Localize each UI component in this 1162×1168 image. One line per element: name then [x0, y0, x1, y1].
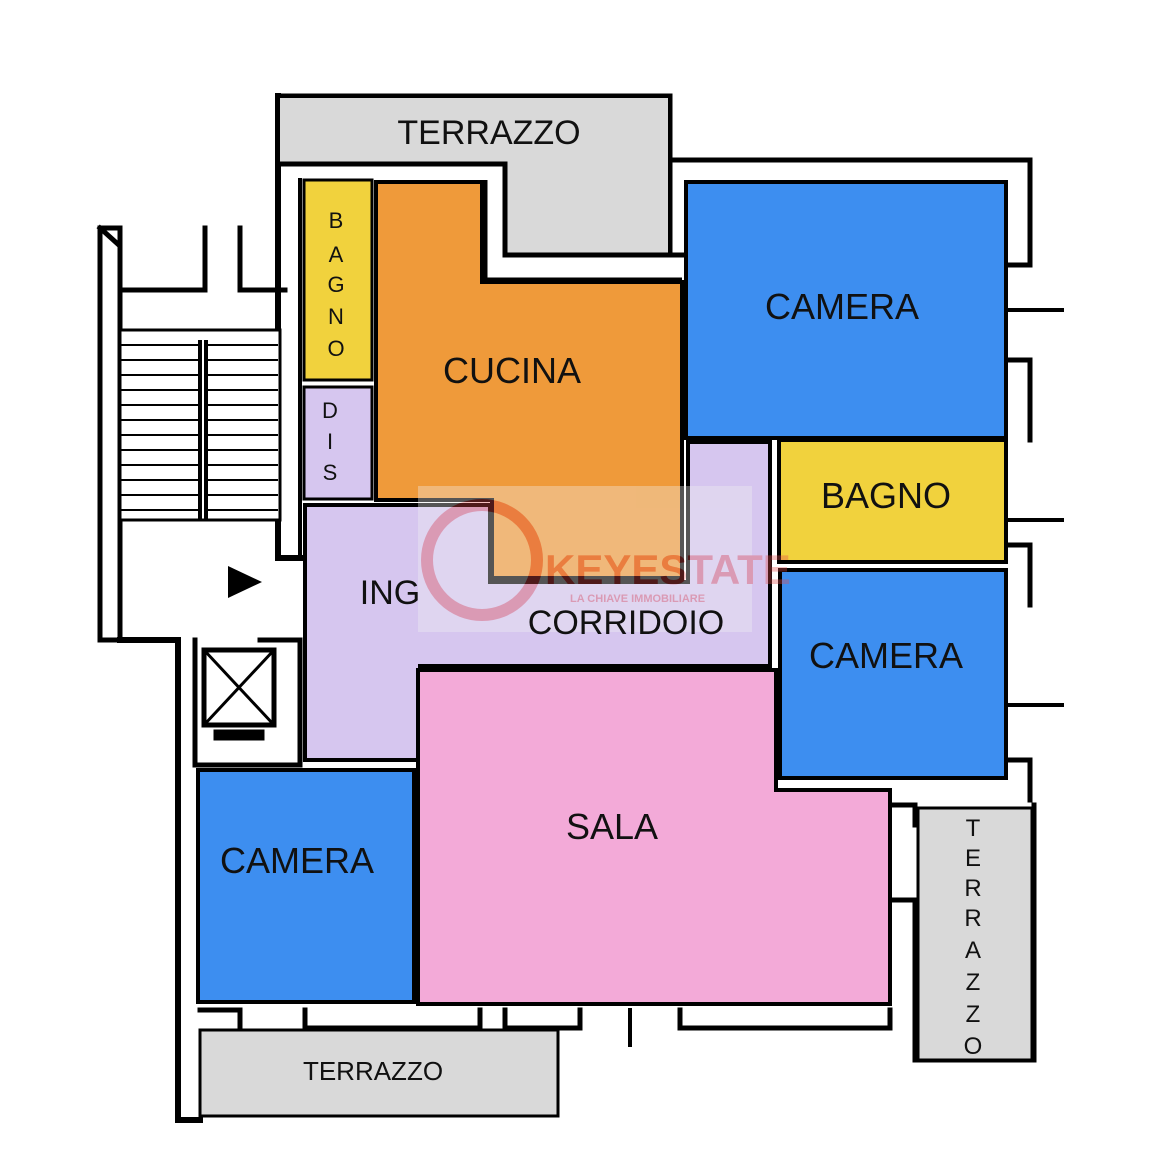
stair-treads	[120, 344, 278, 511]
room-terrazzo-top-ext	[505, 160, 668, 255]
label-camera-left: CAMERA	[220, 840, 374, 881]
room-bagno-right	[777, 438, 1008, 564]
svg-text:Z: Z	[966, 969, 981, 996]
label-camera-top-right: CAMERA	[765, 286, 919, 327]
stair-wall-top2	[237, 225, 288, 293]
svg-text:O: O	[327, 336, 344, 361]
label-terrazzo-top: TERRAZZO	[397, 114, 580, 152]
right-ticks	[1006, 308, 1064, 707]
svg-text:Z: Z	[966, 1001, 981, 1028]
top-terrace-wall	[275, 93, 685, 258]
room-dis	[302, 385, 374, 501]
svg-text:R: R	[964, 905, 981, 932]
elevator-icon	[201, 647, 277, 741]
label-terrazzo-bottom: TERRAZZO	[303, 1056, 443, 1086]
svg-text:E: E	[965, 845, 981, 872]
svg-text:N: N	[328, 304, 344, 329]
staircase	[118, 328, 282, 522]
label-terrazzo-right: T E R R A Z Z O	[964, 815, 983, 1060]
room-camera-mid-right	[778, 568, 1008, 780]
stair-outer-wall	[96, 224, 123, 643]
right-wall-3	[1005, 757, 1033, 803]
svg-text:S: S	[323, 460, 338, 485]
label-bagno-right: BAGNO	[821, 475, 951, 516]
watermark-tagline: LA CHIAVE IMMOBILIARE	[570, 593, 705, 605]
label-sala: SALA	[566, 806, 658, 847]
stair-wall-top	[97, 225, 208, 293]
walls	[96, 93, 1064, 1123]
room-camera-left	[196, 768, 416, 1004]
room-cucina	[374, 180, 684, 580]
svg-text:A: A	[965, 937, 981, 964]
room-terrazzo-top	[280, 98, 668, 164]
label-corridoio: CORRIDOIO	[528, 604, 724, 642]
svg-text:G: G	[327, 272, 344, 297]
terrazzo-top-outline	[280, 161, 668, 258]
room-terrazzo-bottom	[198, 1028, 560, 1118]
svg-text:A: A	[329, 242, 344, 267]
svg-text:D: D	[322, 398, 338, 423]
room-sala	[416, 668, 892, 1006]
watermark-logo: KEYESTATE LA CHIAVE IMMOBILIARE	[418, 486, 791, 632]
main-left-wall	[275, 93, 303, 561]
label-ing: ING	[360, 574, 420, 612]
room-camera-top-right	[684, 180, 1008, 440]
label-bagno-vertical: B A G N O	[327, 208, 344, 361]
right-wall-2	[1005, 542, 1033, 608]
right-wall-1	[1005, 357, 1033, 443]
room-ing-corridoio	[303, 440, 772, 762]
bottom-wall	[197, 1007, 893, 1031]
elevator-wall	[192, 637, 303, 768]
lower-left-wall	[117, 637, 203, 1123]
upper-right-wall	[667, 157, 1033, 268]
svg-text:I: I	[327, 429, 333, 454]
room-terrazzo-right	[916, 806, 1034, 1062]
watermark-brand: KEYESTATE	[545, 546, 791, 593]
room-bagno-small	[302, 178, 374, 382]
svg-text:B: B	[329, 208, 344, 233]
svg-text:O: O	[964, 1033, 983, 1060]
entry-arrow-icon	[228, 566, 262, 598]
label-dis-vertical: D I S	[322, 398, 338, 485]
svg-text:T: T	[966, 815, 981, 842]
label-camera-mid-right: CAMERA	[809, 635, 963, 676]
key-logo-icon	[421, 499, 543, 621]
svg-text:R: R	[964, 875, 981, 902]
label-cucina: CUCINA	[443, 350, 581, 391]
bottom-right-wall	[887, 802, 1037, 1063]
